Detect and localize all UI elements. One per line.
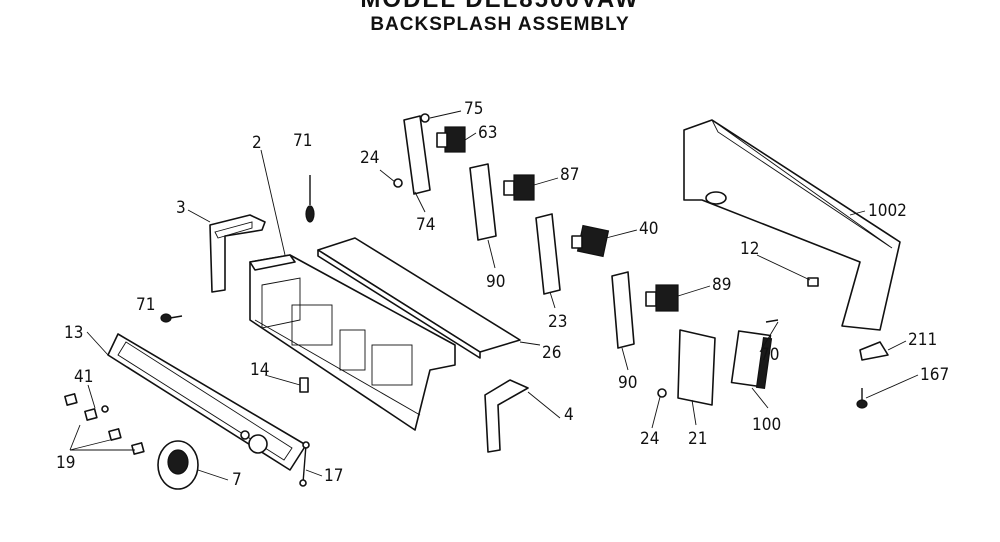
label-211: 211 [908,330,937,350]
part-90-bracket-a [469,163,497,241]
part-21-plate [677,329,716,406]
label-4: 4 [564,405,574,425]
model-title: MODEL DEL8500VAW [0,0,1000,14]
label-89: 89 [712,275,731,295]
part-74-bracket [403,115,431,195]
label-24a: 24 [360,148,379,168]
leader-lines [69,110,919,481]
part-167-screw [856,388,868,409]
label-26: 26 [542,343,561,363]
part-23-bracket [535,213,561,295]
part-2-housing [249,254,456,431]
label-74: 74 [416,215,435,235]
label-40: 40 [639,219,658,239]
part-7-knob [157,440,199,490]
label-41: 41 [74,367,93,387]
label-90b: 90 [618,373,637,393]
label-90a: 90 [486,272,505,292]
label-71b: 71 [136,295,155,315]
label-100: 100 [752,415,781,435]
part-90-bracket-b [611,271,635,349]
label-12: 12 [740,239,759,259]
part-40-switch [571,224,610,258]
part-14-clip [299,377,309,393]
label-167: 167 [920,365,949,385]
label-14: 14 [250,360,269,380]
label-2: 2 [252,133,262,153]
label-75: 75 [464,99,483,119]
part-71-screw-a [305,175,315,223]
label-71a: 71 [293,131,312,151]
label-63: 63 [478,123,497,143]
part-17-rod [299,441,310,487]
part-12-clip [807,277,819,287]
label-87: 87 [560,165,579,185]
label-19: 19 [56,453,75,473]
label-13: 13 [64,323,83,343]
part-1002-shell [683,119,901,331]
part-4-bracket [484,379,529,453]
part-63-switch [436,126,466,153]
label-7: 7 [232,470,242,490]
part-71-screw-b [160,313,183,323]
part-26-cover [317,237,521,359]
part-labels: 2 71 3 71 13 41 19 14 7 17 26 4 24 75 63… [56,99,949,490]
part-211-bracket [859,341,889,361]
part-87-switch [503,174,535,201]
part-24-screw-a [393,178,403,188]
part-3-bracket [209,214,266,293]
label-1002: 1002 [868,201,907,221]
label-21: 21 [688,429,707,449]
part-70-screw [765,319,779,323]
label-24b: 24 [640,429,659,449]
part-24-screw-b [657,388,667,398]
part-75-screw [420,113,430,123]
page-title: BACKSPLASH ASSEMBLY [370,14,630,35]
part-89-switch [645,284,679,312]
part-100-timer [730,330,773,389]
part-19-buttons [64,393,145,455]
label-17: 17 [324,466,343,486]
label-3: 3 [176,198,186,218]
label-70: 70 [760,345,779,365]
label-23: 23 [548,312,567,332]
